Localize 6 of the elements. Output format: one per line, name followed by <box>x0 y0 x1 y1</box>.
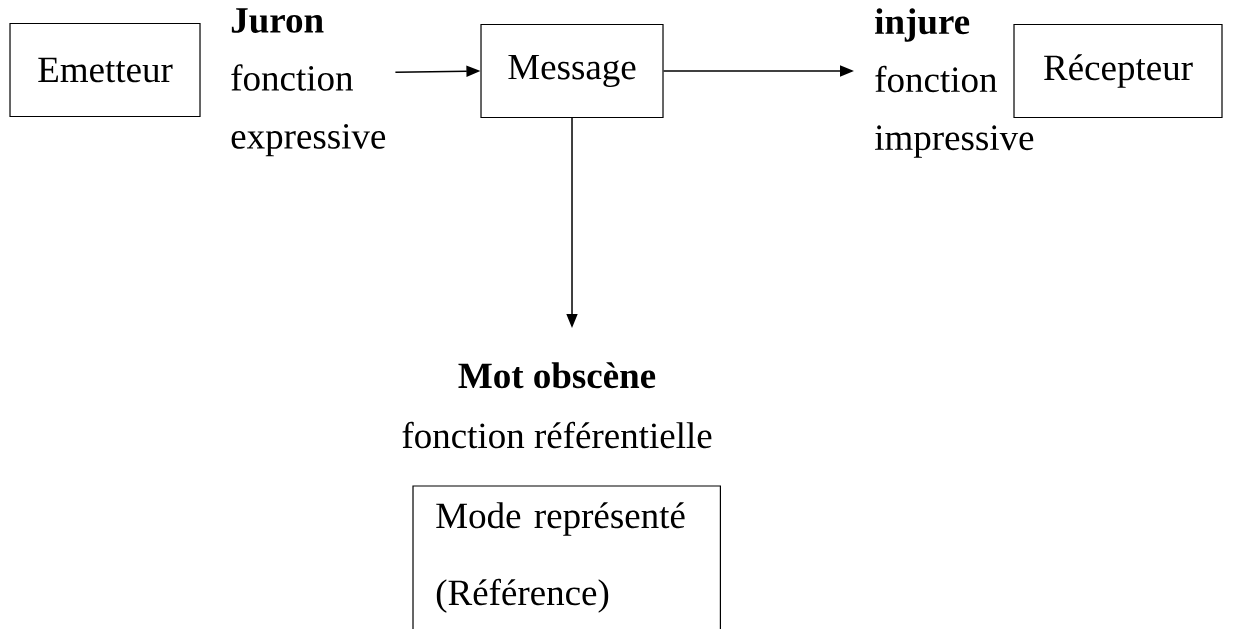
function-label: Juron fonction expressive <box>231 8 386 157</box>
emitter-box: Emetteur <box>9 22 201 118</box>
function-label: Mot obscène fonction référentielle <box>402 362 712 449</box>
message-box: Message <box>480 23 664 119</box>
reference-box: Mode représenté (Référence) <box>412 485 721 630</box>
receiver-box: Récepteur <box>1013 23 1223 119</box>
